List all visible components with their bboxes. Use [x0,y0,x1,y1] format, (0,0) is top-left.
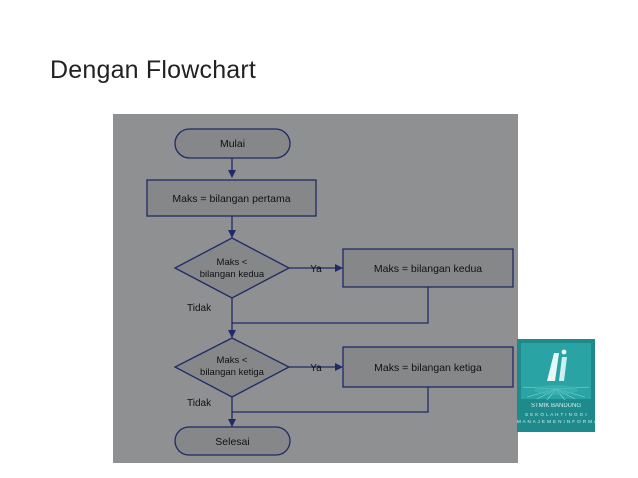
init-process [146,179,317,217]
connector-process1-merge [232,287,429,324]
decision1-line2: bilangan kedua [200,269,265,280]
decision1-diamond [173,237,291,299]
decision2-line2: bilangan ketiga [200,367,265,378]
end-terminator [174,426,291,456]
flowchart-panel: Mulai Maks = bilangan pertama Maks < bil… [113,114,518,463]
decision2-line1: Maks < [217,355,248,366]
logo-caption-3: M A N A J E M E N I N F O R M A T I K A [517,419,595,424]
process2-label: Maks = bilangan ketiga [374,362,482,374]
end-label: Selesai [215,436,249,448]
slide-title: Dengan Flowchart [50,56,257,84]
process1-label: Maks = bilangan kedua [374,263,482,275]
init-label: Maks = bilangan pertama [172,193,290,205]
logo-emblem-icon [517,339,595,403]
decision2-no-label: Tidak [187,398,212,409]
process2-box [342,346,514,388]
connector-process2-merge [232,387,429,413]
decision1-line1: Maks < [217,257,248,268]
logo-caption-2: S E K O L A H T I N G G I [525,412,587,417]
logo-caption-1: STMIK BANDUNG [530,403,581,409]
process1-box [342,248,514,288]
decision1-no-label: Tidak [187,303,212,314]
decision1-yes-label: Ya [310,264,322,275]
start-terminator [174,128,291,159]
start-label: Mulai [220,138,245,150]
flowchart-diagram: Mulai Maks = bilangan pertama Maks < bil… [146,128,514,456]
decision2-diamond [173,337,291,398]
institution-logo: STMIK BANDUNG S E K O L A H T I N G G I … [517,339,595,432]
decision2-yes-label: Ya [310,363,322,374]
